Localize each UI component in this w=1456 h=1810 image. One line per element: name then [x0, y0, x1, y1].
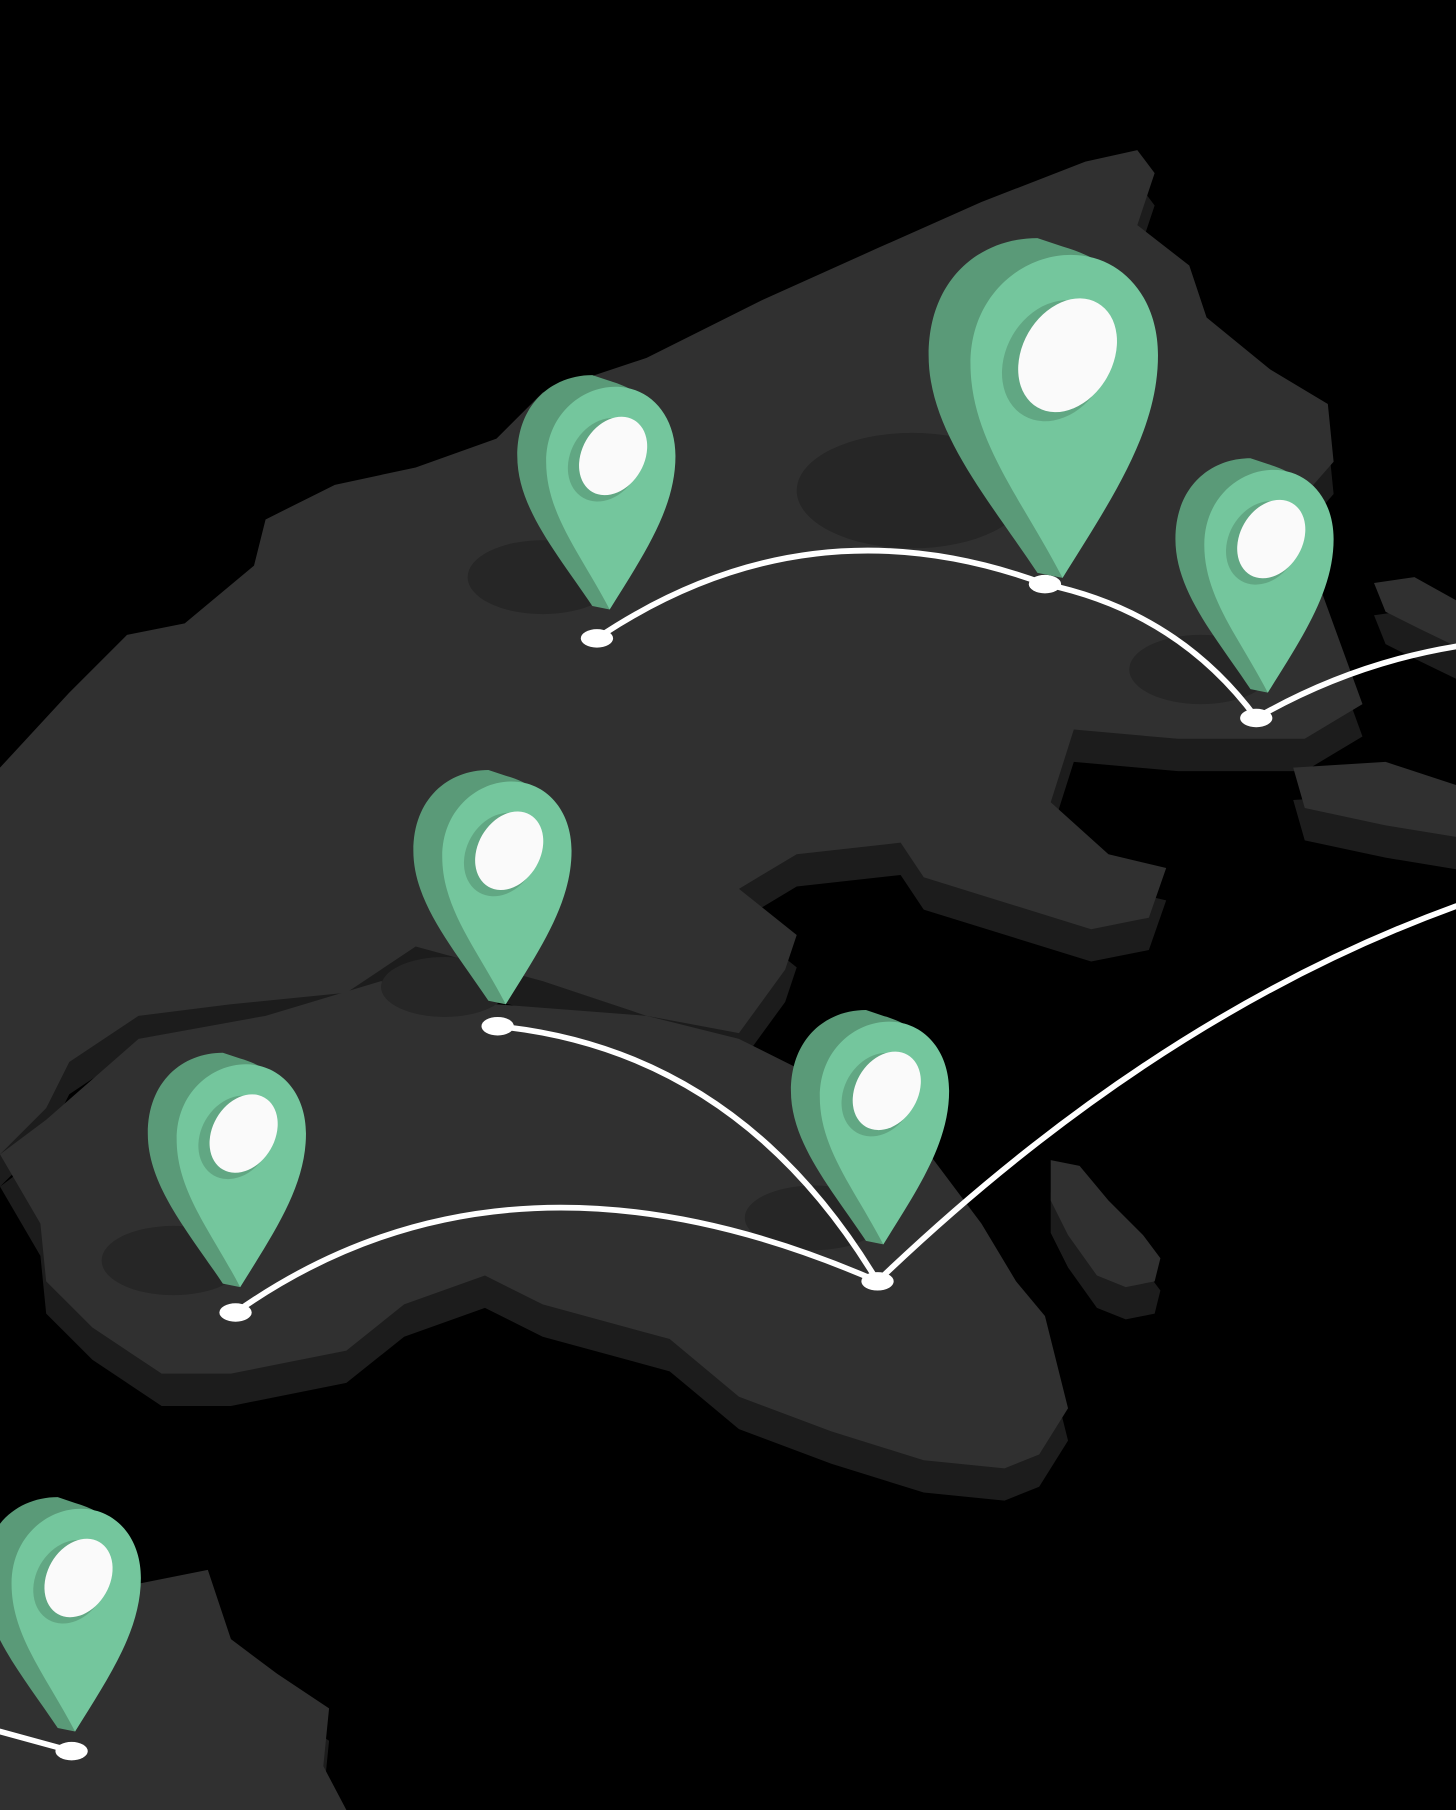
routes [0, 547, 1456, 1755]
route-6 [874, 903, 1456, 1285]
route-2 [1042, 581, 1260, 721]
route-endpoints [55, 574, 1273, 1761]
route-4 [494, 1023, 881, 1285]
route-1 [594, 547, 1048, 642]
route-3 [1253, 643, 1456, 721]
route-5 [232, 1204, 881, 1316]
